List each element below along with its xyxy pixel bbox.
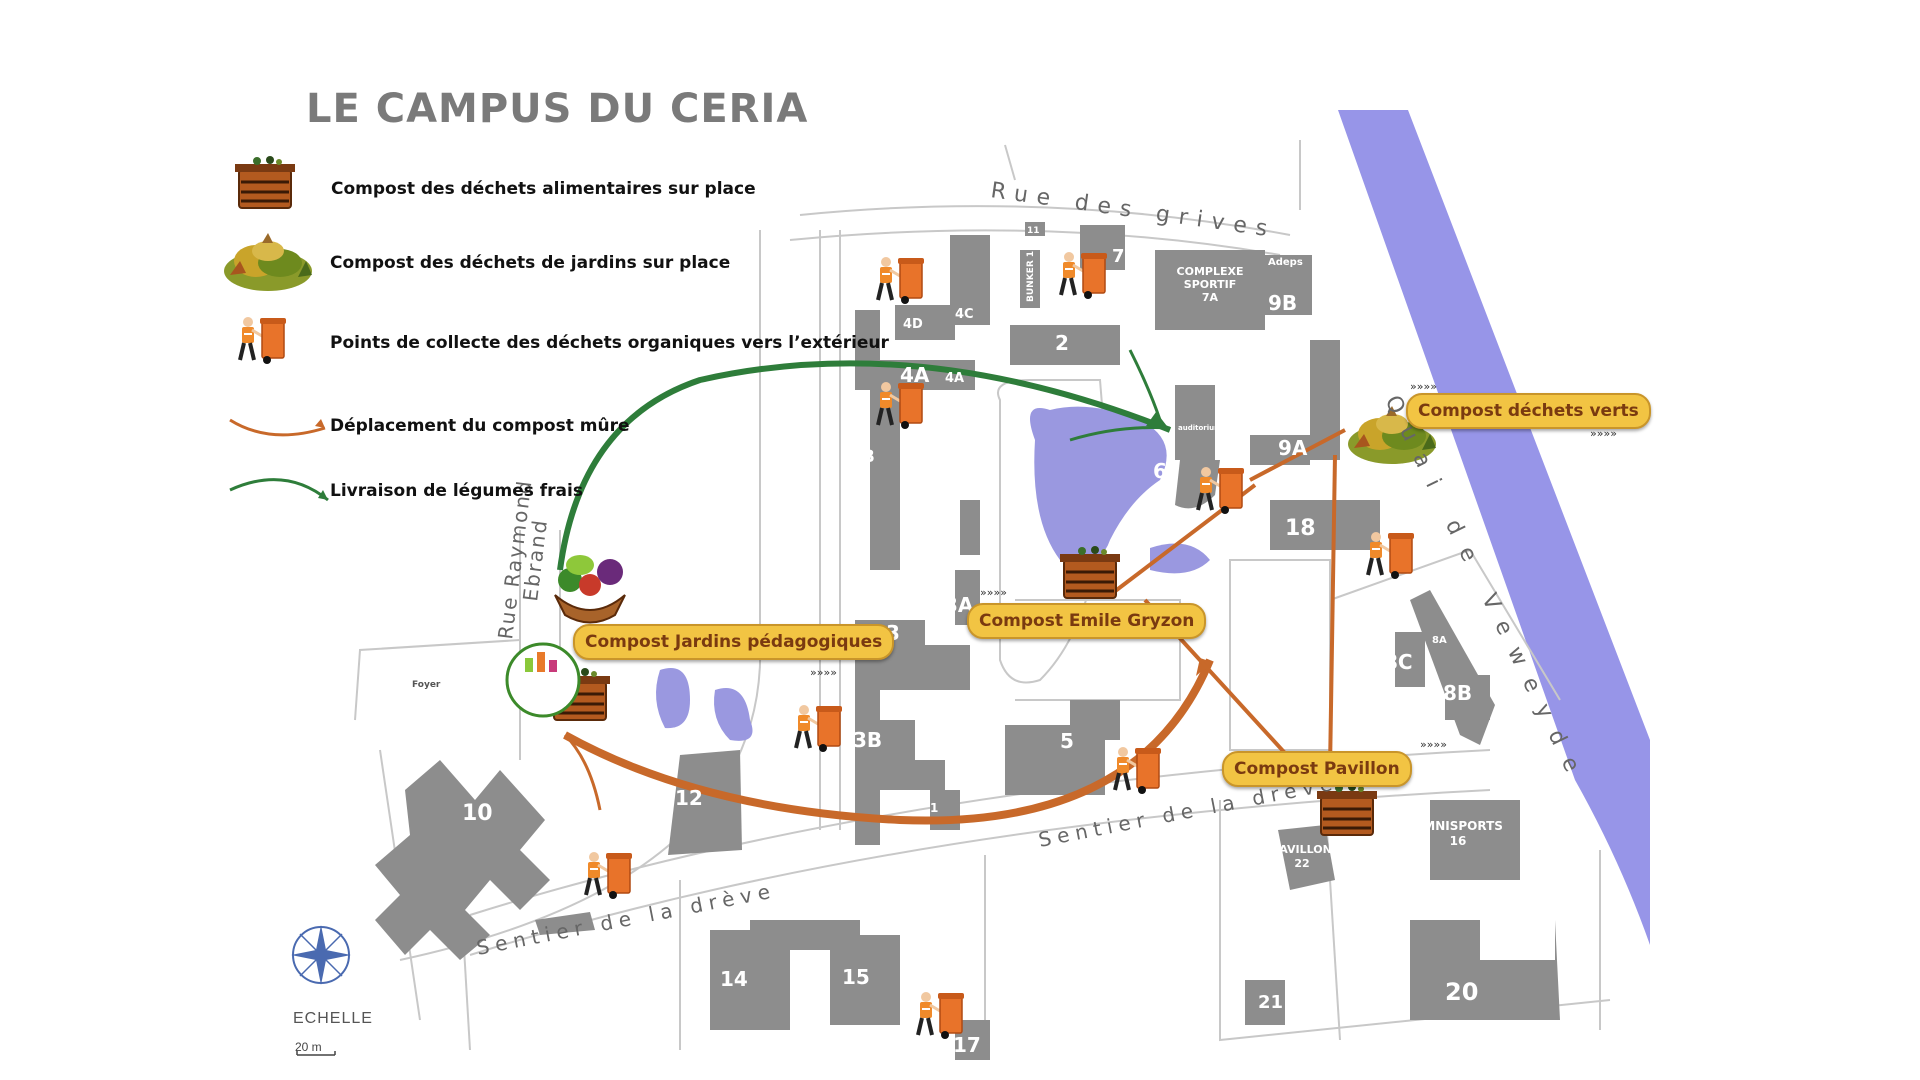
collection-point-6 [1196,465,1246,516]
svg-text:»»»»: »»»» [810,666,837,679]
label-17: 17 [953,1033,981,1057]
label-9a: 9A [1278,436,1308,460]
callout-gryzon: Compost Emile Gryzon [967,603,1207,639]
label-1: 1 [930,801,938,815]
collection-point-17 [916,990,966,1041]
label-auditorium: auditorium [1178,424,1221,432]
label-10: 10 [462,801,493,826]
legend-collection-points: Points de collecte des déchets organique… [330,333,889,353]
collection-point-18 [1366,530,1416,581]
label-complexe-2: SPORTIF [1184,278,1236,291]
label-4b: 4B [850,447,875,467]
scale-label: 20 m [295,1040,322,1054]
jardins-logo [505,642,581,718]
label-4c: 4C [955,307,974,322]
food-compost-legend-icon [233,154,297,210]
label-omnisports-2: 16 [1450,834,1467,848]
label-pavillon-1: PAVILLON [1272,843,1332,856]
collection-point-bunker [1059,250,1109,301]
svg-text:»»»»: »»»» [1420,738,1447,751]
echelle-label: ECHELLE [293,1010,373,1027]
collection-point-3b [794,703,844,754]
label-15: 15 [842,965,870,989]
legend-food-compost: Compost des déchets alimentaires sur pla… [331,179,756,199]
label-pavillon-2: 22 [1294,857,1309,870]
label-omnisports-1: OMNISPORTS [1413,819,1503,833]
label-adeps: Adeps [1268,257,1303,268]
svg-text:»»»»: »»»» [1410,380,1437,393]
legend-compost-move: Déplacement du compost mûre [330,416,630,436]
label-6: 6 [1153,459,1167,483]
label-8a: 8A [1432,635,1447,646]
label-4a-small: 4A [945,371,964,386]
label-4a: 4A [900,363,930,387]
compost-move-legend-icon [229,418,326,437]
veg-delivery-legend-icon [229,478,329,502]
label-19: 19 [568,974,596,998]
label-9b: 9B [1268,291,1297,315]
page-title: LE CAMPUS DU CERIA [306,86,809,132]
callout-green-waste: Compost déchets verts [1406,393,1651,429]
label-14: 14 [720,967,748,991]
callout-pavillon: Compost Pavillon [1222,751,1412,787]
label-complexe-3: 7A [1202,291,1219,304]
collection-point-4d [876,255,926,306]
vegetable-basket-icon [554,555,626,624]
legend-garden-compost: Compost des déchets de jardins sur place [330,253,731,273]
label-12: 12 [675,786,703,810]
svg-text:»»»»: »»»» [1590,427,1617,440]
garden-compost-legend-icon [224,233,312,291]
label-7b: 7B [1112,246,1138,267]
label-3b: 3B [853,728,882,752]
label-11: 11 [1027,226,1040,236]
label-21: 21 [1258,992,1283,1013]
label-8b: 8B [1443,681,1472,705]
label-2: 2 [1055,331,1069,355]
label-18: 18 [1285,516,1316,541]
label-4d: 4D [903,317,923,332]
compass-rose-icon [291,925,351,985]
svg-text:»»»»: »»»» [980,586,1007,599]
legend-veg-delivery: Livraison de légumes frais [330,481,583,501]
label-20: 20 [1445,978,1478,1006]
label-complexe-1: COMPLEXE [1177,265,1244,278]
collection-point-10 [584,850,634,901]
collection-point-5 [1113,745,1163,796]
label-bunker: BUNKER 11 [1026,245,1036,302]
worker-with-bin-legend-icon [238,315,288,366]
label-foyer: Foyer [412,680,441,690]
callout-jardins: Compost Jardins pédagogiques [573,624,895,660]
label-5: 5 [1060,729,1074,753]
label-8c: 8C [1384,650,1413,674]
